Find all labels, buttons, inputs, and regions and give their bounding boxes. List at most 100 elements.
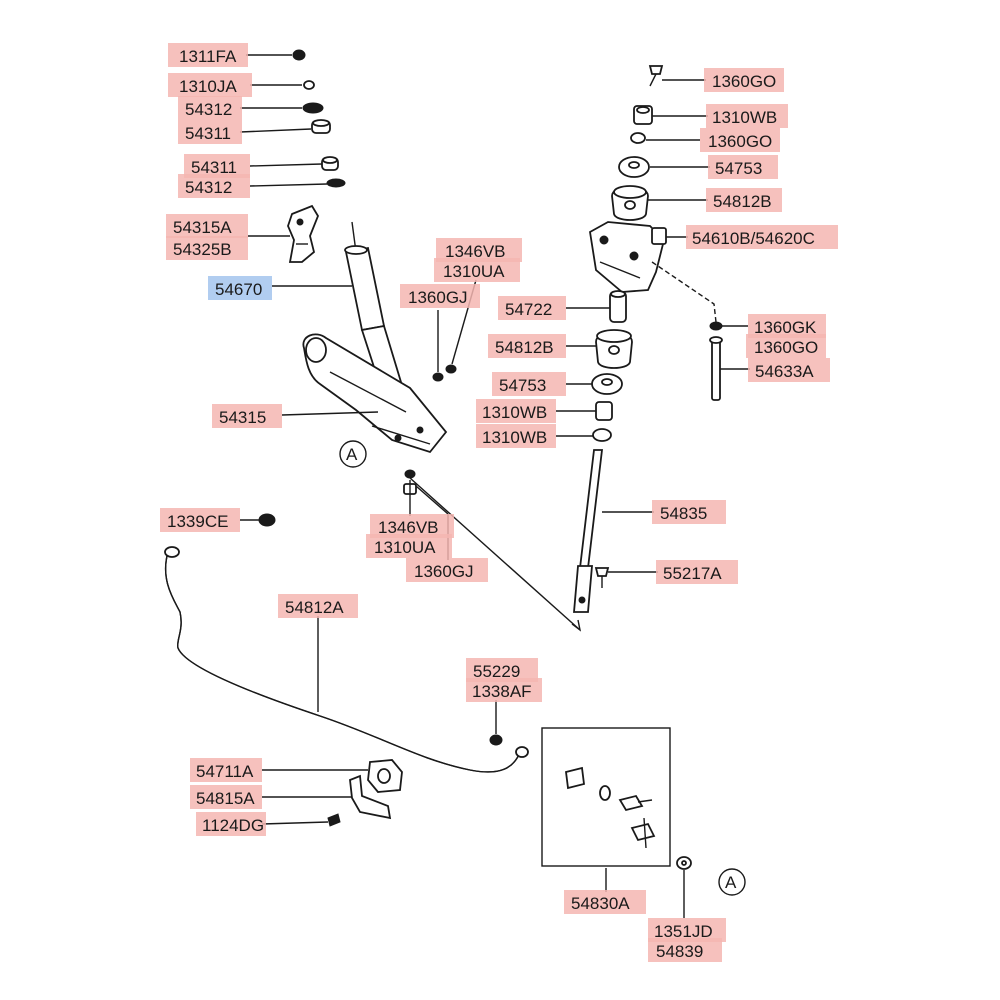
label-1360gj-lower[interactable]: 1360GJ bbox=[406, 558, 488, 582]
svg-text:54610B/54620C: 54610B/54620C bbox=[692, 229, 815, 248]
washer-54312-top-drawing bbox=[302, 102, 324, 114]
svg-text:54312: 54312 bbox=[185, 100, 232, 119]
svg-text:1124DG: 1124DG bbox=[202, 816, 264, 835]
callout-a-left-circle bbox=[339, 440, 367, 468]
label-54711a[interactable]: 54711A bbox=[190, 758, 262, 782]
svg-text:1310WB: 1310WB bbox=[482, 403, 547, 422]
svg-text:1310JA: 1310JA bbox=[179, 77, 237, 96]
label-54633a[interactable]: 54633A bbox=[748, 358, 830, 382]
bolt-1124dg-drawing bbox=[327, 813, 341, 827]
label-54670[interactable]: 54670 bbox=[208, 276, 272, 300]
label-54312-lower[interactable]: 54312 bbox=[178, 174, 250, 198]
svg-text:54753: 54753 bbox=[715, 159, 762, 178]
svg-text:54325B: 54325B bbox=[173, 240, 232, 259]
label-54830a[interactable]: 54830A bbox=[564, 890, 646, 914]
label-1360go-third[interactable]: 1360GO bbox=[746, 334, 826, 358]
label-54812b-lower[interactable]: 54812B bbox=[488, 334, 566, 358]
svg-text:1360GO: 1360GO bbox=[708, 132, 772, 151]
label-54839[interactable]: 54839 bbox=[648, 938, 722, 962]
svg-text:1346VB: 1346VB bbox=[445, 242, 506, 261]
svg-text:1360GO: 1360GO bbox=[754, 338, 818, 357]
nut-1310wb-low-drawing bbox=[592, 428, 612, 442]
nut-1360gj-upper-drawing bbox=[432, 372, 444, 382]
svg-text:1310WB: 1310WB bbox=[482, 428, 547, 447]
bushing-54311-lower-drawing bbox=[321, 156, 339, 171]
bushing-54311-top-drawing bbox=[311, 119, 331, 134]
svg-text:1346VB: 1346VB bbox=[378, 518, 439, 537]
label-54722[interactable]: 54722 bbox=[498, 296, 566, 320]
svg-text:55217A: 55217A bbox=[663, 564, 722, 583]
bushing-54812b-top-drawing bbox=[611, 185, 649, 221]
label-1311fa[interactable]: 1311FA bbox=[168, 43, 248, 67]
washer-54312-lower-drawing bbox=[326, 178, 346, 188]
label-1360go-top[interactable]: 1360GO bbox=[704, 68, 784, 92]
strut-rod-54835-drawing bbox=[573, 449, 604, 613]
svg-text:1351JD: 1351JD bbox=[654, 922, 713, 941]
svg-text:54312: 54312 bbox=[185, 178, 232, 197]
bolt-54633a-drawing bbox=[709, 336, 723, 401]
label-55217a[interactable]: 55217A bbox=[656, 560, 738, 584]
label-54311-top[interactable]: 54311 bbox=[178, 120, 242, 144]
label-54815a[interactable]: 54815A bbox=[190, 785, 262, 809]
lower-arm-54315-drawing bbox=[302, 333, 448, 454]
svg-text:1310UA: 1310UA bbox=[443, 262, 505, 281]
label-54812a[interactable]: 54812A bbox=[278, 594, 358, 618]
svg-text:54722: 54722 bbox=[505, 300, 552, 319]
sleeve-54722-drawing bbox=[609, 290, 627, 323]
washer-1351jd-drawing bbox=[676, 856, 692, 870]
nut-1346vb-upper-drawing bbox=[445, 364, 457, 374]
bracket-54315a-drawing bbox=[287, 204, 320, 263]
svg-text:54670: 54670 bbox=[215, 280, 262, 299]
nut-1310wb-top-drawing bbox=[633, 105, 653, 125]
svg-text:54835: 54835 bbox=[660, 504, 707, 523]
svg-text:54830A: 54830A bbox=[571, 894, 630, 913]
nut-1360gk-drawing bbox=[709, 321, 723, 331]
svg-text:1339CE: 1339CE bbox=[167, 512, 228, 531]
label-1360gj-upper[interactable]: 1360GJ bbox=[400, 284, 480, 308]
label-1310ua-lower[interactable]: 1310UA bbox=[366, 534, 452, 558]
callout-a-right-circle bbox=[718, 868, 746, 896]
svg-text:1360GJ: 1360GJ bbox=[408, 288, 468, 307]
label-54753-lower[interactable]: 54753 bbox=[492, 372, 566, 396]
label-54315[interactable]: 54315 bbox=[212, 404, 282, 428]
callout-a-right: A bbox=[725, 873, 737, 892]
label-54812b-top[interactable]: 54812B bbox=[706, 188, 782, 212]
label-1310wb-low[interactable]: 1310WB bbox=[476, 424, 556, 448]
nut-1310wb-mid-drawing bbox=[595, 401, 613, 421]
svg-text:1360GJ: 1360GJ bbox=[414, 562, 474, 581]
label-1124dg[interactable]: 1124DG bbox=[196, 812, 266, 836]
svg-text:1310UA: 1310UA bbox=[374, 538, 436, 557]
nut-55229-drawing bbox=[489, 734, 503, 746]
bolt-55217a-drawing bbox=[594, 567, 610, 588]
plate-54753-lower-drawing bbox=[591, 373, 623, 395]
label-1339ce[interactable]: 1339CE bbox=[160, 508, 240, 532]
leader-lines bbox=[239, 54, 750, 918]
link-kit-54830a-drawing bbox=[541, 727, 671, 867]
label-54315a[interactable]: 54315A bbox=[166, 214, 248, 238]
label-1360go-second[interactable]: 1360GO bbox=[700, 128, 780, 152]
bushing-54711a-drawing bbox=[367, 759, 403, 793]
plate-54753-top-drawing bbox=[618, 156, 650, 178]
label-1310ua-upper[interactable]: 1310UA bbox=[434, 258, 520, 282]
bushing-54812b-lower-drawing bbox=[595, 329, 633, 369]
stabilizer-bar-54812a-drawing bbox=[164, 546, 529, 773]
svg-text:54311: 54311 bbox=[191, 158, 237, 177]
label-1338af[interactable]: 1338AF bbox=[466, 678, 542, 702]
label-1310ja[interactable]: 1310JA bbox=[168, 73, 252, 97]
svg-text:54311: 54311 bbox=[185, 124, 231, 143]
label-1310wb-top[interactable]: 1310WB bbox=[706, 104, 788, 128]
label-54312-top[interactable]: 54312 bbox=[178, 96, 242, 120]
label-54753-top[interactable]: 54753 bbox=[708, 155, 778, 179]
label-54835[interactable]: 54835 bbox=[652, 500, 726, 524]
svg-text:54711A: 54711A bbox=[196, 762, 254, 781]
label-1310wb-mid[interactable]: 1310WB bbox=[476, 399, 556, 423]
bracket-54815a-drawing bbox=[349, 774, 392, 820]
svg-text:A: A bbox=[346, 445, 358, 464]
washer-1360go-drawing bbox=[630, 132, 646, 144]
label-54610b-54620c[interactable]: 54610B/54620C bbox=[686, 225, 838, 249]
label-54325b[interactable]: 54325B bbox=[166, 236, 248, 260]
svg-text:54812A: 54812A bbox=[285, 598, 344, 617]
svg-text:54812B: 54812B bbox=[495, 338, 554, 357]
